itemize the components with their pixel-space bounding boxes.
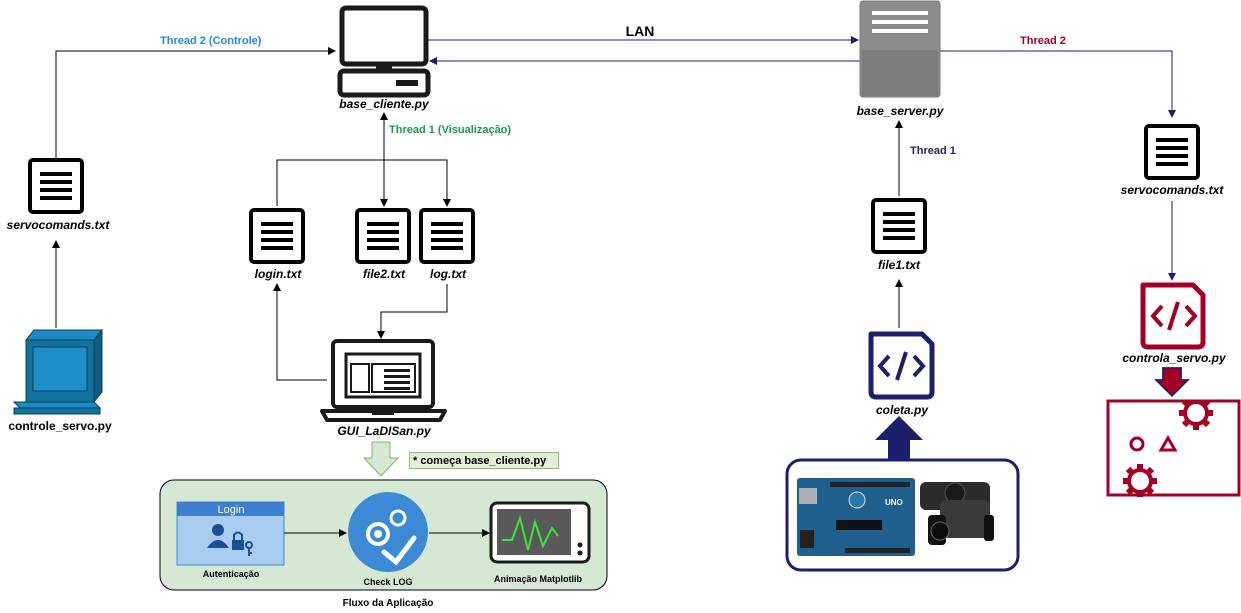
edge-branch-login-log bbox=[276, 159, 451, 207]
servocomands-right-doc-icon bbox=[1144, 124, 1200, 180]
check-log-label: Check LOG bbox=[363, 577, 413, 587]
hardware-up-arrow bbox=[875, 416, 923, 459]
autenticacao-label: Autenticação bbox=[202, 569, 260, 579]
file1-doc-icon bbox=[871, 198, 927, 254]
log-doc-icon bbox=[419, 208, 475, 264]
panel-triangle-icon bbox=[1158, 435, 1178, 452]
teal-pc-icon bbox=[12, 328, 104, 415]
gui-ladisan-label: GUI_LaDISan.py bbox=[337, 424, 431, 438]
arduino-board-image: UNO bbox=[797, 478, 915, 556]
lan-label: LAN bbox=[625, 23, 655, 39]
login-window-title: Login bbox=[217, 504, 245, 516]
edge-thread2-right bbox=[940, 50, 1176, 118]
log-txt-label: log.txt bbox=[430, 267, 466, 281]
animacao-matplotlib-label: Animação Matplotlib bbox=[493, 574, 583, 584]
file2-txt-label: file2.txt bbox=[362, 267, 406, 281]
thread1-right-label: Thread 1 bbox=[910, 145, 956, 157]
edge-thread2-controle bbox=[55, 47, 336, 159]
flow-sensor-image bbox=[920, 482, 994, 545]
file1-txt-label: file1.txt bbox=[877, 258, 921, 272]
servocomands-left-doc-icon bbox=[28, 158, 84, 214]
base-cliente-label: base_cliente.py bbox=[339, 97, 429, 111]
laptop-icon bbox=[320, 339, 447, 422]
login-window-icon bbox=[176, 501, 285, 566]
controla-servo-label: controla_servo.py bbox=[1122, 351, 1226, 365]
matplotlib-monitor-icon bbox=[489, 501, 591, 564]
check-log-gear-icon bbox=[348, 492, 428, 572]
controle-servo-label: controle_servo.py bbox=[8, 419, 112, 433]
thread2-controle-label: Thread 2 (Controle) bbox=[160, 35, 262, 47]
arduino-board-label: UNO bbox=[885, 498, 903, 507]
app-flow-title: Fluxo da Aplicação bbox=[342, 598, 434, 609]
panel-circle-icon bbox=[1129, 436, 1145, 452]
server-icon bbox=[859, 0, 941, 98]
thread1-visualizacao-label: Thread 1 (Visualização) bbox=[389, 124, 512, 136]
servocomands-right-label: servocomands.txt bbox=[1120, 183, 1224, 197]
login-txt-label: login.txt bbox=[254, 267, 302, 281]
login-doc-icon bbox=[249, 208, 305, 264]
start-note: * começa base_cliente.py bbox=[409, 452, 559, 469]
flow-down-arrow bbox=[362, 441, 400, 477]
file2-doc-icon bbox=[355, 208, 411, 264]
base-server-label: base_server.py bbox=[856, 104, 944, 118]
controla-servo-code-file-icon bbox=[1140, 282, 1206, 350]
edge-log-to-gui bbox=[377, 284, 448, 339]
desktop-computer-icon bbox=[337, 5, 431, 98]
edge-gui-to-login bbox=[273, 283, 327, 381]
coleta-label: coleta.py bbox=[875, 403, 929, 417]
coleta-code-file-icon bbox=[868, 331, 935, 400]
thread2-right-label: Thread 2 bbox=[1020, 35, 1066, 47]
servocomands-left-label: servocomands.txt bbox=[6, 218, 110, 232]
